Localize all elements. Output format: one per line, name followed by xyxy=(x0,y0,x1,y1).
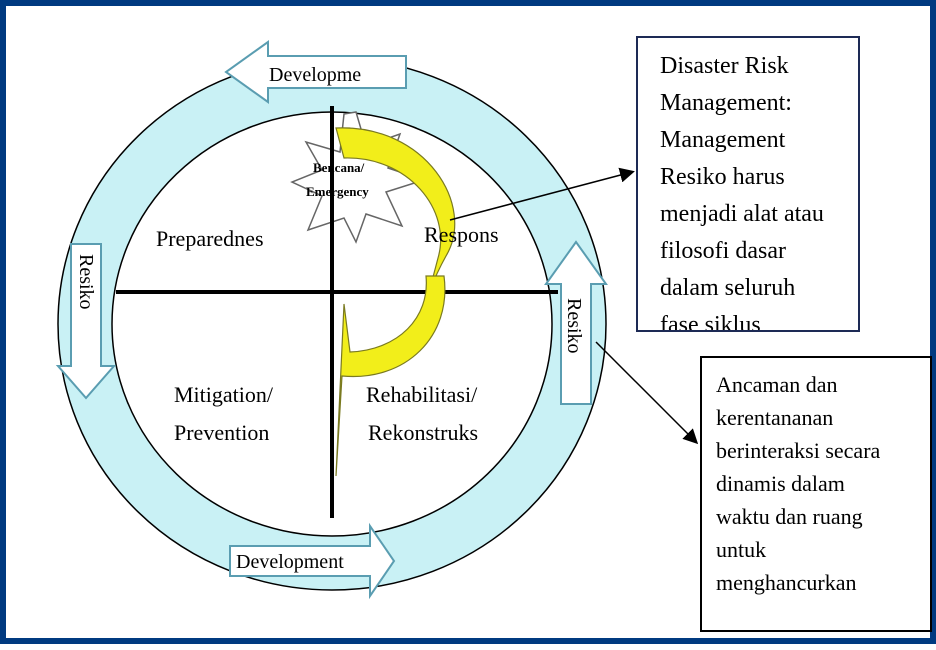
note-line: untuk xyxy=(716,537,767,562)
disaster-risk-note: Disaster Risk Management: Management Res… xyxy=(636,36,860,332)
mitigation-label-line2: Prevention xyxy=(174,420,269,445)
left-resiko-arrow xyxy=(55,243,117,400)
bottom-development-arrow xyxy=(229,522,396,600)
threat-vulnerability-note: Ancaman dan kerentananan berinteraksi se… xyxy=(700,356,932,632)
note-line: dinamis dalam xyxy=(716,471,845,496)
callout-connector-threat xyxy=(595,341,699,445)
top-development-arrow xyxy=(224,40,407,104)
emergency-label: Emergency xyxy=(306,184,369,199)
mitigation-label-line1: Mitigation/ xyxy=(174,382,274,407)
note-line: Management xyxy=(660,127,786,153)
note-line: kerentananan xyxy=(716,405,834,430)
cycle-ring xyxy=(57,57,607,591)
rehab-label-line2: Rekonstruks xyxy=(368,420,478,445)
preparedness-label: Preparednes xyxy=(156,226,264,251)
left-arrow-label: Resiko xyxy=(75,254,97,310)
note-line: Ancaman dan xyxy=(716,372,838,397)
bottom-arrow-label: Development xyxy=(236,551,344,573)
note-line: Disaster Risk xyxy=(660,53,789,79)
note-line: fase siklus xyxy=(660,312,761,332)
note-line: berinteraksi secara xyxy=(716,438,881,463)
note-line: waktu dan ruang xyxy=(716,504,863,529)
top-arrow-label: Developme xyxy=(269,64,361,86)
right-resiko-arrow xyxy=(544,240,608,405)
bencana-label: Bencana/ xyxy=(313,160,365,175)
note-line: menjadi alat atau xyxy=(660,201,824,227)
note-line: filosofi dasar xyxy=(660,238,786,264)
rehab-label-line1: Rehabilitasi/ xyxy=(366,382,478,407)
note-line: Resiko harus xyxy=(660,164,785,190)
note-line: dalam seluruh xyxy=(660,275,796,301)
disaster-cycle-diagram: Developme Development Resiko Resiko Benc… xyxy=(55,40,699,600)
right-arrow-label: Resiko xyxy=(563,298,585,354)
note-line: Management: xyxy=(660,90,792,116)
recovery-curve-arrow-lower xyxy=(335,275,446,477)
note-line: menghancurkan xyxy=(716,570,857,595)
response-label: Respons xyxy=(424,222,499,247)
callout-connector-drm xyxy=(449,167,635,221)
